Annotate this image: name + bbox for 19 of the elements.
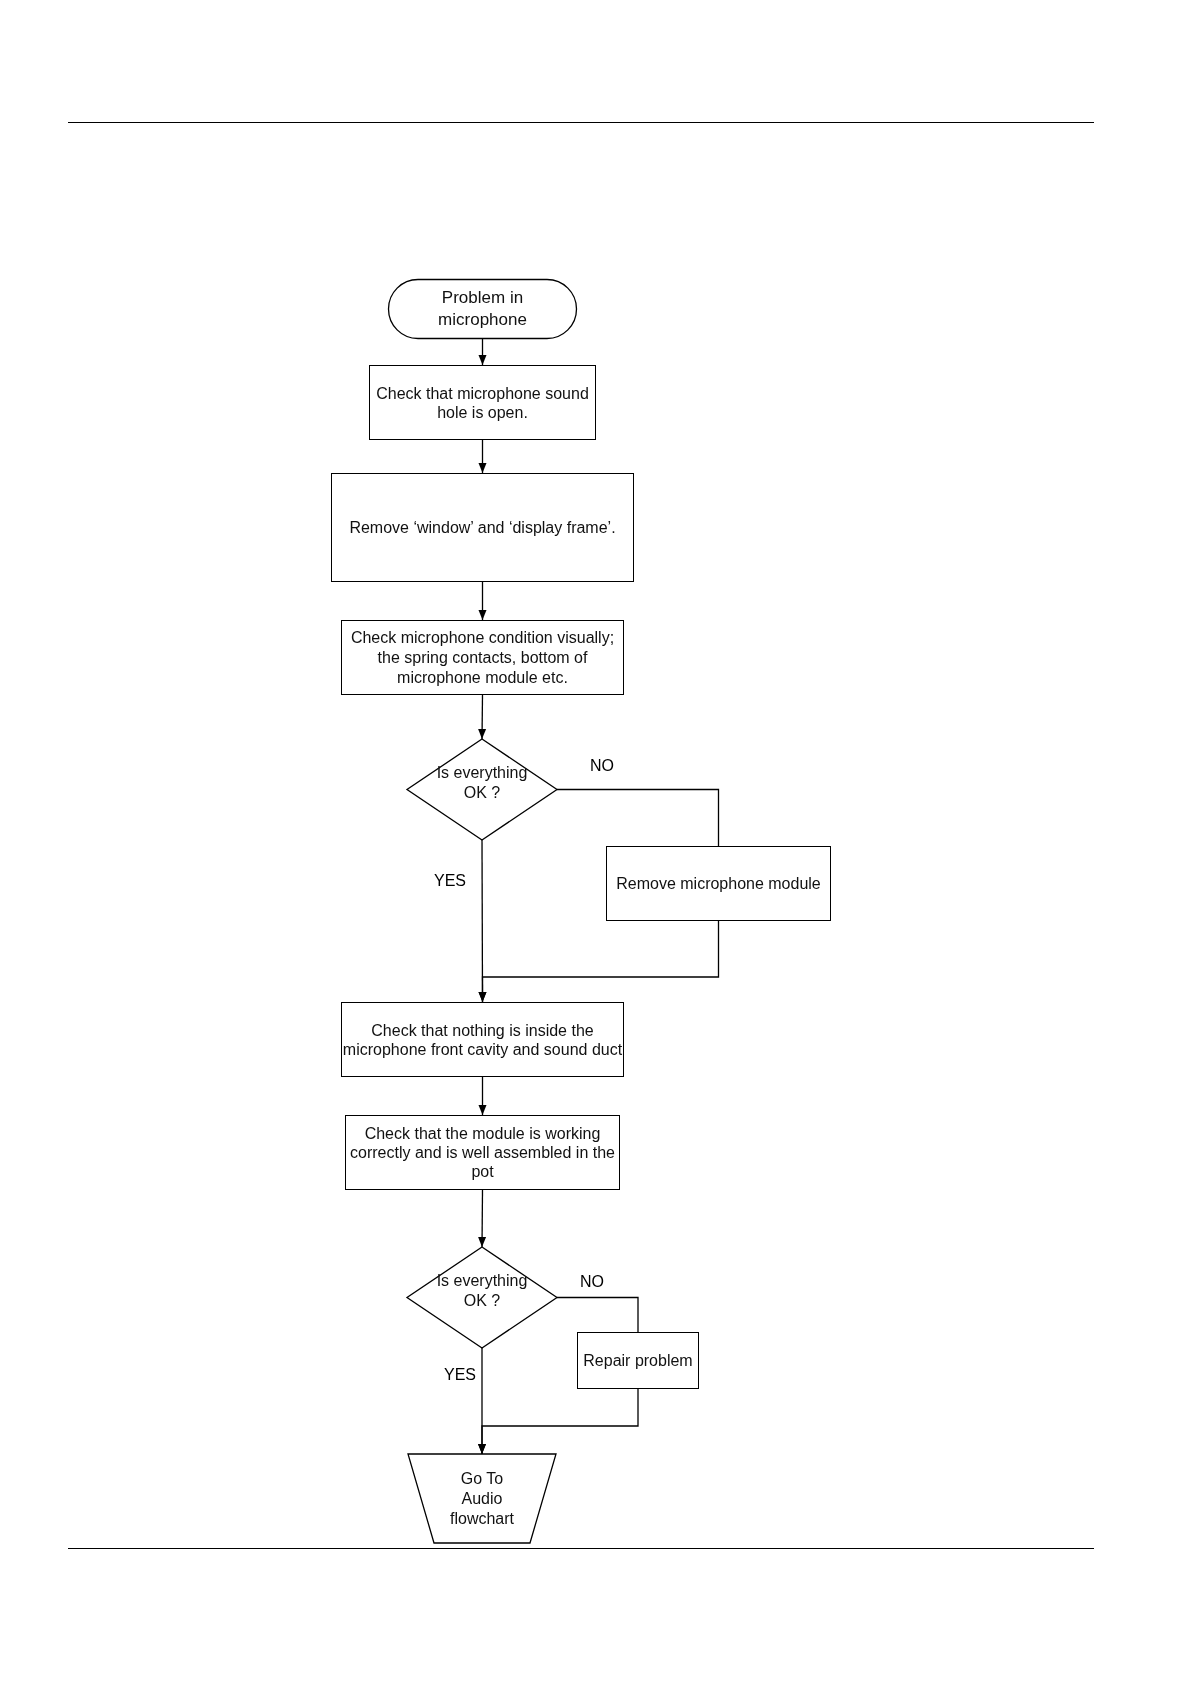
process-box: Check that the module is working correctly and is well assembled in the pot — [345, 1115, 620, 1190]
process-box: Remove microphone module — [606, 846, 831, 921]
decision-diamond: Is everything OK ? — [407, 1247, 557, 1348]
process-box: Check that microphone sound hole is open. — [369, 365, 596, 440]
arrow — [478, 1076, 487, 1116]
arrow — [478, 1189, 487, 1248]
arrow — [478, 694, 487, 740]
arrow — [478, 338, 487, 366]
process-box: Check microphone condition visually; the spring contacts, bottom of microphone module etc. — [341, 620, 624, 695]
arrow — [478, 920, 720, 1003]
process-box: Remove ‘window’ and ‘display frame’. — [331, 473, 634, 582]
process-box: Repair problem — [577, 1332, 699, 1389]
end-terminal: Go To Audio flowchart — [408, 1454, 556, 1543]
arrow — [478, 581, 487, 621]
decision-diamond: Is everything OK ? — [407, 739, 557, 840]
process-box: Check that nothing is inside the microphone front cavity and sound duct — [341, 1002, 624, 1077]
arrow — [478, 439, 487, 474]
start-terminal: Problem in microphone — [388, 279, 577, 339]
arrow — [478, 1388, 639, 1455]
